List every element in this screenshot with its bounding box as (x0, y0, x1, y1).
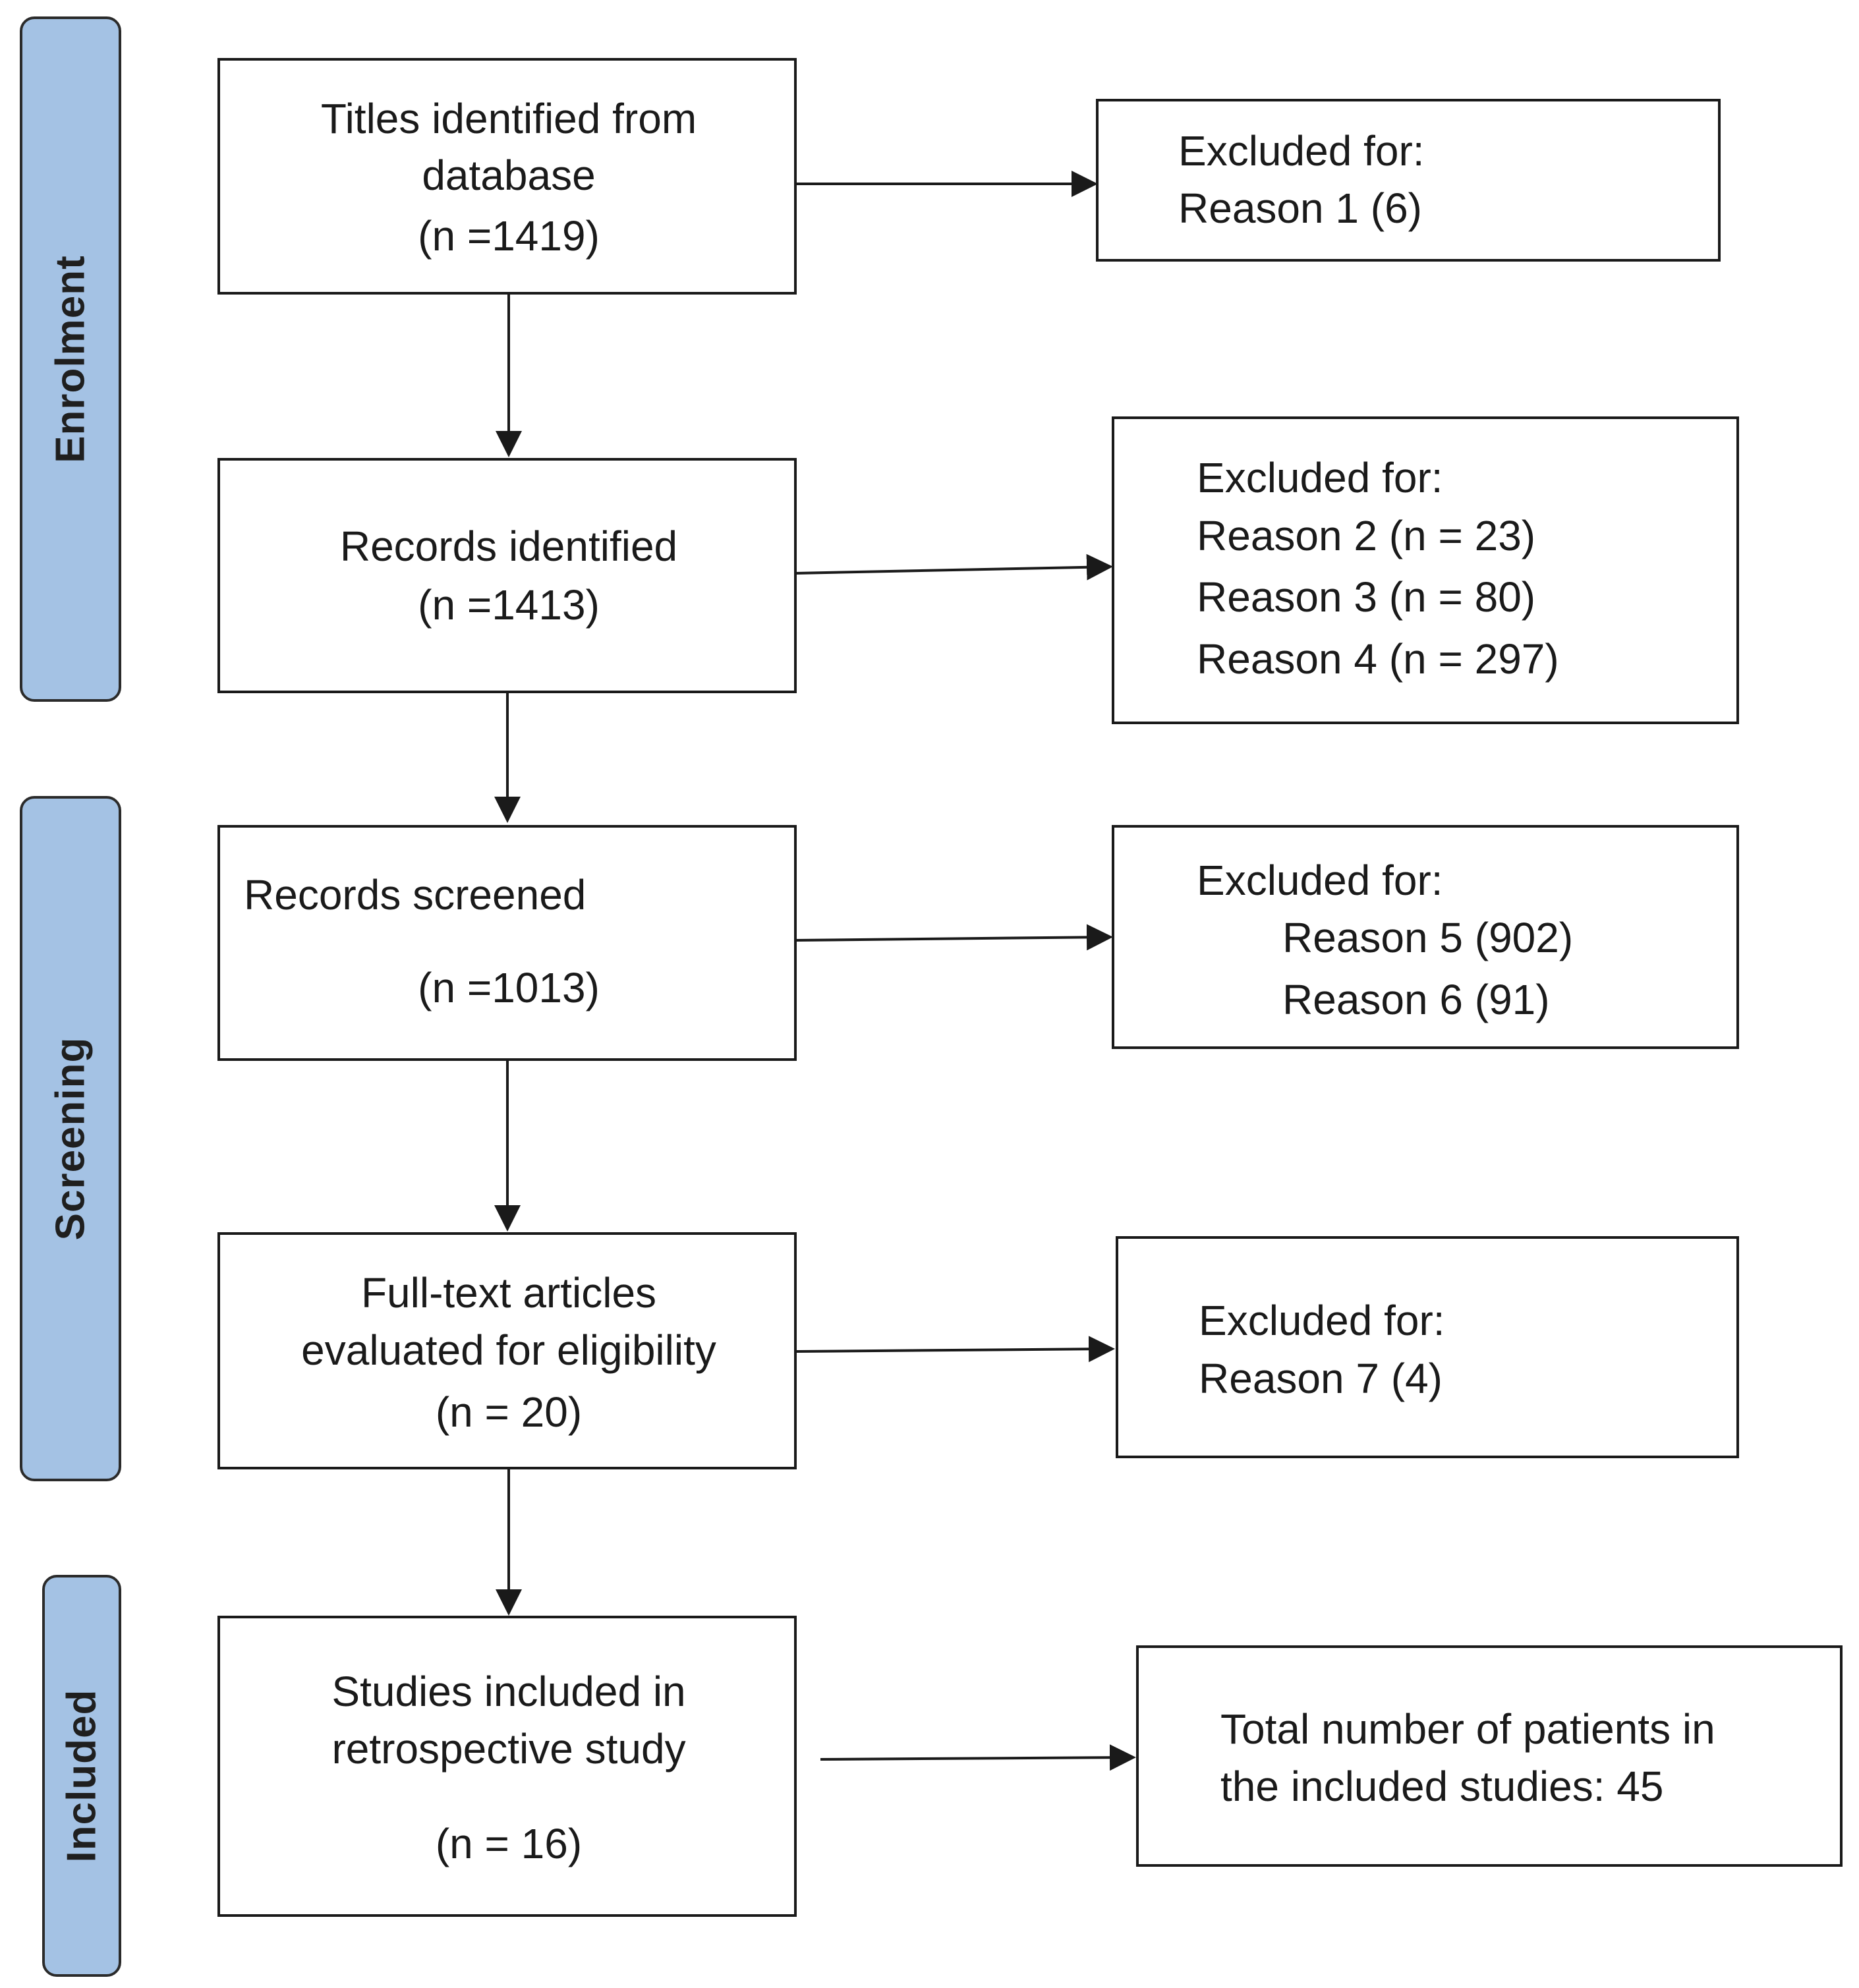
studies-count: (n = 16) (435, 1820, 583, 1867)
box-titles-identified: Titles identified from database (n =1419… (217, 58, 797, 295)
excluded-2-reason-3: Reason 3 (n = 80) (1197, 573, 1536, 621)
records-screened-line1: Records screened (244, 871, 586, 919)
box-excluded-3: Excluded for: Reason 5 (902) Reason 6 (9… (1112, 825, 1739, 1049)
phase-bar-included: Included (42, 1575, 121, 1977)
titles-line2: database (422, 152, 596, 199)
patients-line2: the included studies: 45 (1220, 1763, 1664, 1810)
box-studies-included: Studies included in retrospective study … (217, 1616, 797, 1917)
box-excluded-1: Excluded for: Reason 1 (6) (1096, 99, 1721, 262)
phase-bar-enrolment: Enrolment (20, 16, 121, 702)
box-excluded-2: Excluded for: Reason 2 (n = 23) Reason 3… (1112, 416, 1739, 724)
records-screened-count: (n =1013) (418, 964, 600, 1011)
studies-line2: retrospective study (331, 1725, 686, 1773)
excluded-2-reason-2: Reason 2 (n = 23) (1197, 512, 1536, 559)
full-text-count: (n = 20) (435, 1388, 583, 1436)
full-text-line2: evaluated for eligibility (301, 1326, 716, 1374)
excluded-4-heading: Excluded for: (1199, 1297, 1445, 1344)
excluded-1-heading: Excluded for: (1178, 127, 1425, 175)
excluded-1-reason-1: Reason 1 (6) (1178, 185, 1422, 232)
box-total-patients: Total number of patients in the included… (1136, 1645, 1843, 1867)
excluded-2-heading: Excluded for: (1197, 454, 1443, 501)
excluded-3-heading: Excluded for: (1197, 857, 1443, 904)
records-identified-count: (n =1413) (418, 581, 600, 629)
records-identified-line1: Records identified (339, 523, 678, 570)
box-full-text-articles: Full-text articles evaluated for eligibi… (217, 1232, 797, 1469)
full-text-line1: Full-text articles (360, 1269, 657, 1317)
excluded-3-reason-5: Reason 5 (902) (1282, 914, 1574, 961)
excluded-3-reason-6: Reason 6 (91) (1282, 976, 1550, 1023)
box-records-screened: Records screened (n =1013) (217, 825, 797, 1061)
excluded-2-reason-4: Reason 4 (n = 297) (1197, 635, 1559, 683)
excluded-4-reason-7: Reason 7 (4) (1199, 1355, 1443, 1402)
titles-count: (n =1419) (418, 212, 600, 260)
arrow-to-excluded-4 (795, 1336, 1115, 1363)
box-records-identified: Records identified (n =1413) (217, 458, 797, 693)
studies-line1: Studies included in (331, 1668, 686, 1715)
phase-bar-screening: Screening (20, 796, 121, 1481)
arrow-to-excluded-2 (795, 554, 1113, 581)
titles-line1: Titles identified from (320, 95, 697, 142)
arrow-to-excluded-3 (795, 924, 1113, 951)
patients-line1: Total number of patients in (1220, 1705, 1715, 1753)
arrow-to-patients (820, 1744, 1136, 1771)
box-excluded-4: Excluded for: Reason 7 (4) (1116, 1236, 1739, 1458)
